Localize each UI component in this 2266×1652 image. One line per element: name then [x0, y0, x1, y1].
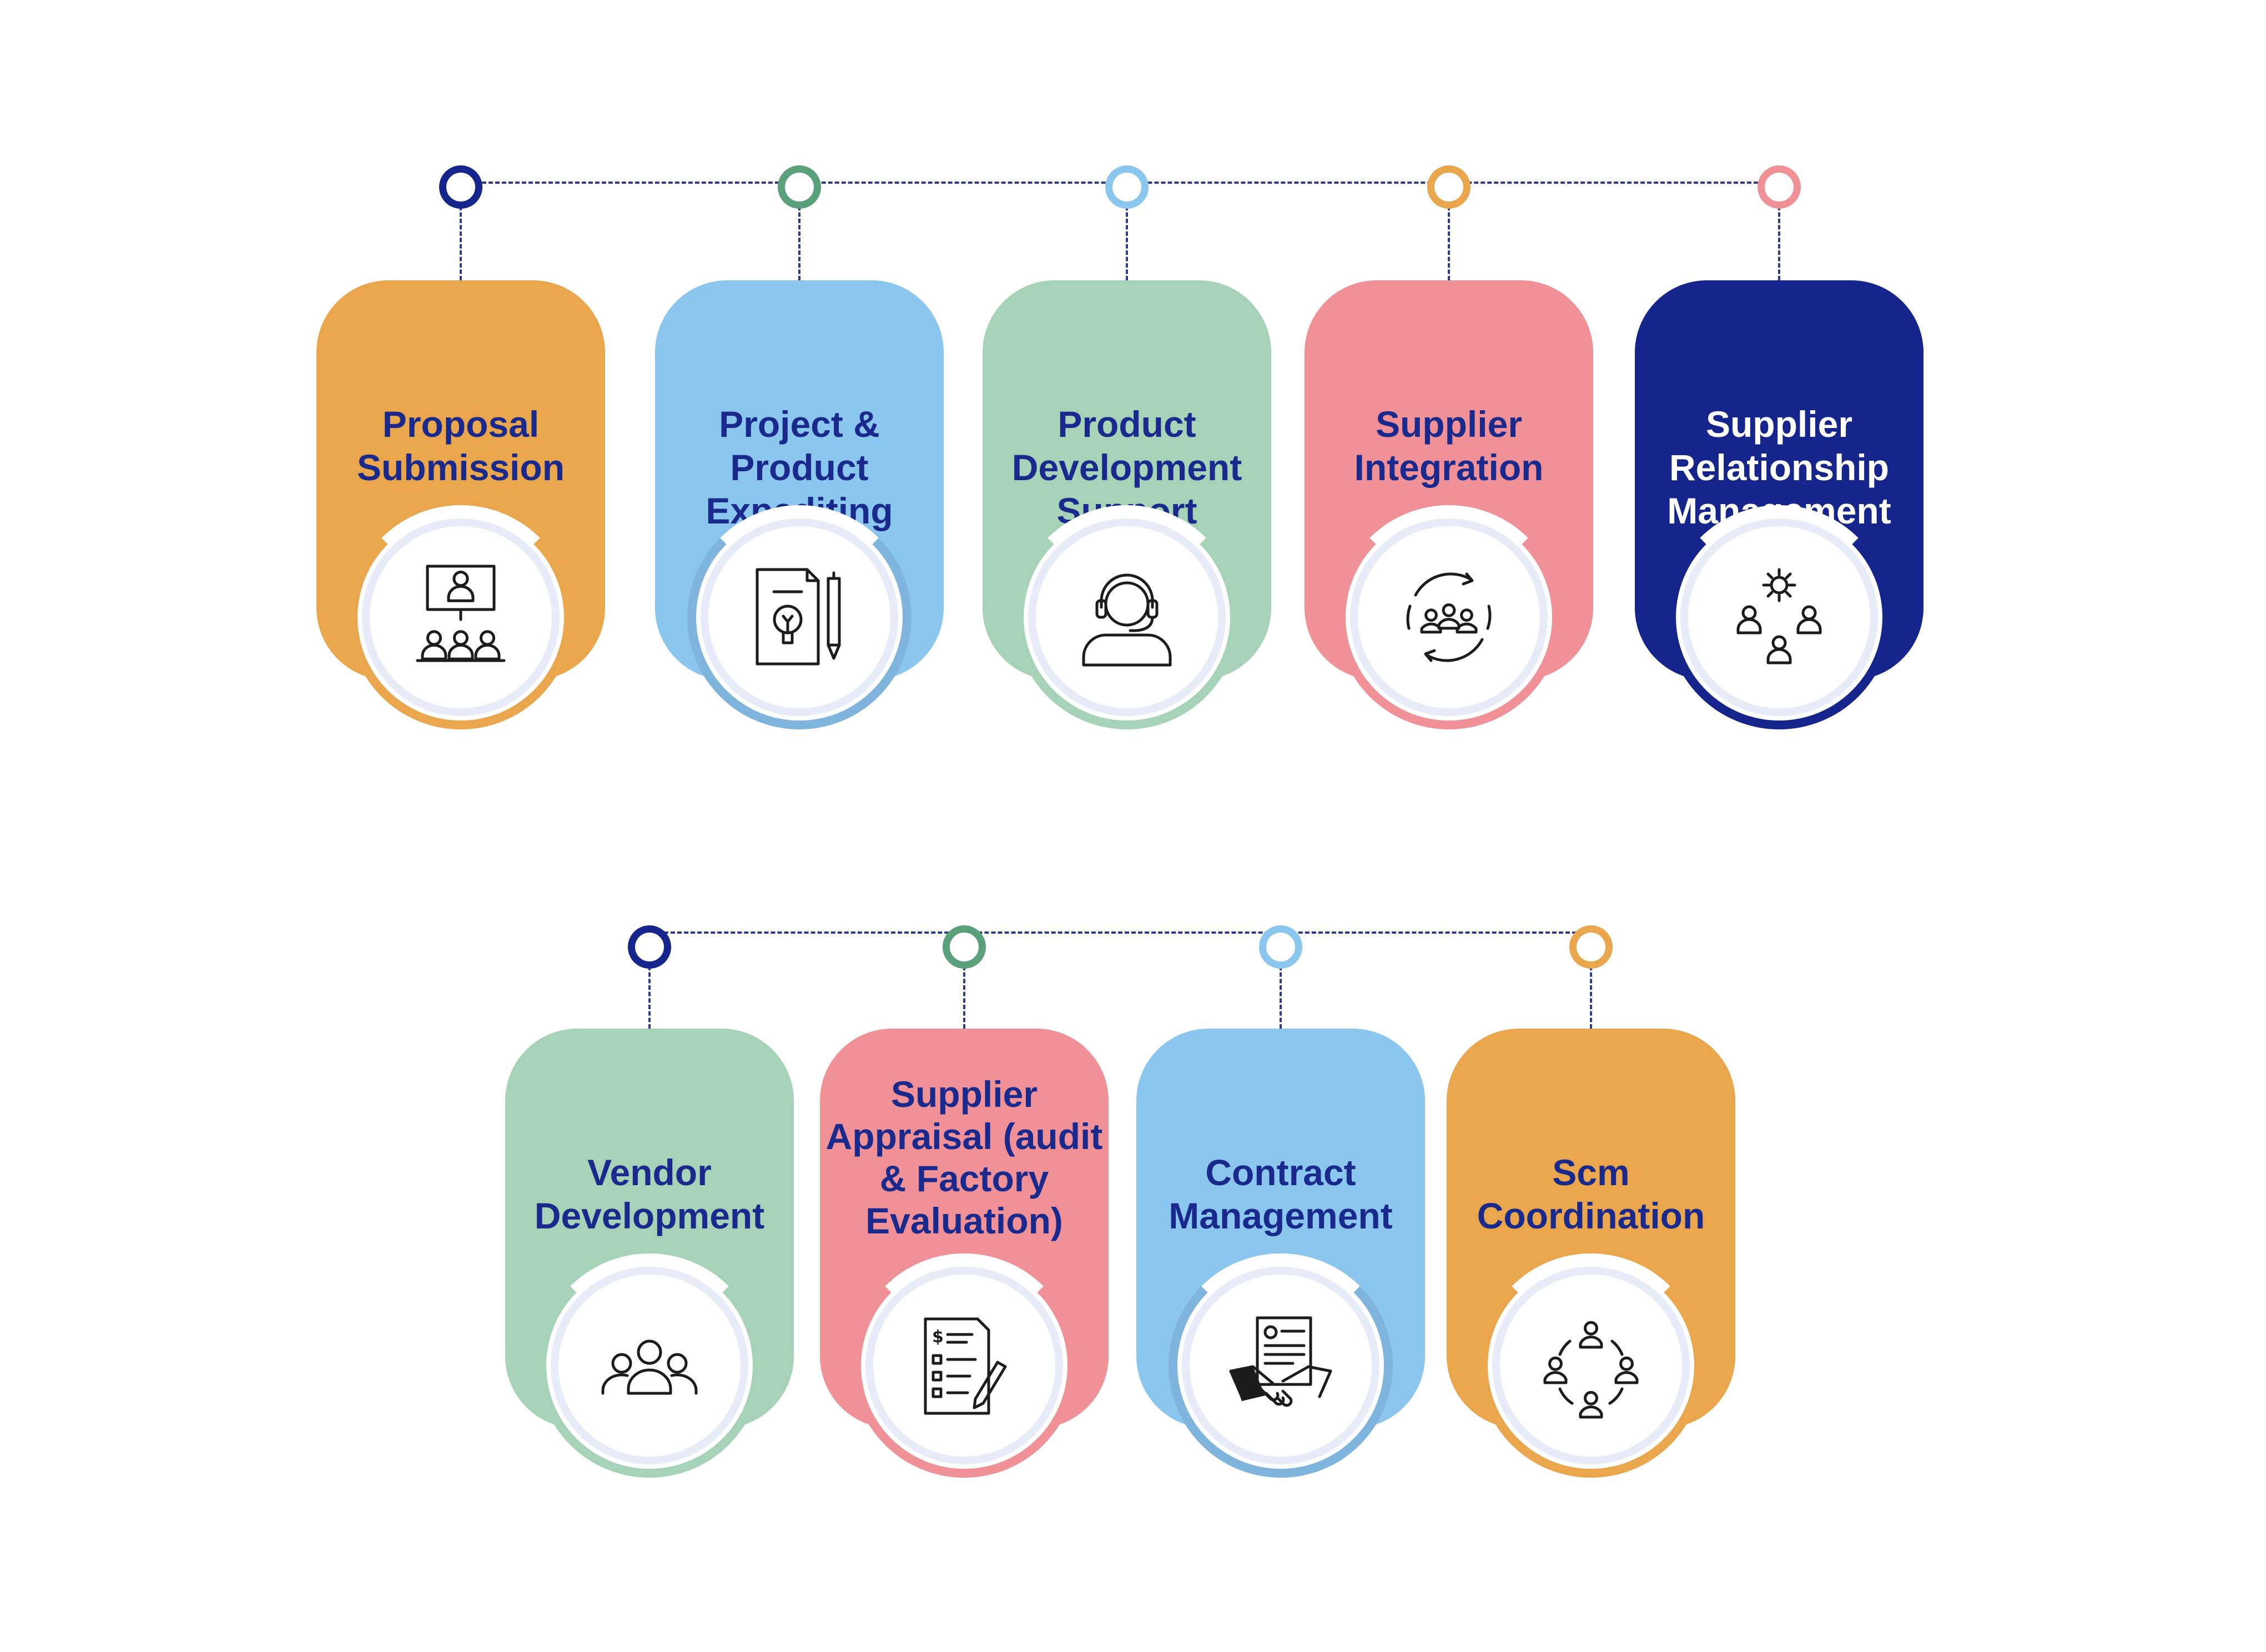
step-dot — [628, 925, 671, 969]
team-gear-icon — [1736, 568, 1822, 664]
step-icon-circle — [370, 526, 552, 708]
handshake-contract-icon — [1229, 1316, 1332, 1407]
step-dot — [778, 165, 821, 209]
step-icon-circle — [1190, 1275, 1372, 1457]
team-cycle-icon — [1406, 572, 1492, 662]
connector-drop — [460, 206, 462, 280]
step-icon-ring — [687, 505, 912, 729]
connector-drop — [1126, 206, 1128, 280]
step-icon-ring — [1337, 505, 1561, 729]
network-people-icon — [1543, 1321, 1639, 1419]
step-title: Supplier Integration — [1354, 404, 1544, 488]
step-icon-ring — [1667, 505, 1891, 729]
step-dot — [439, 165, 482, 209]
step-icon-ring — [1169, 1253, 1393, 1478]
step-dot — [1259, 925, 1302, 969]
connector-drop — [798, 206, 800, 280]
step-icon-ring — [1015, 505, 1239, 729]
connector-drop — [1778, 206, 1780, 280]
step-title: Proposal Submission — [356, 404, 565, 488]
connector-line — [664, 931, 1577, 934]
step-title: Vendor Development — [534, 1152, 765, 1236]
step-icon-circle — [1500, 1275, 1682, 1457]
step-title: Scm Coordination — [1477, 1152, 1705, 1236]
step-icon-ring — [1479, 1253, 1703, 1478]
step-dot — [943, 925, 986, 969]
step-icon-ring — [349, 505, 573, 729]
connector-drop — [963, 966, 965, 1029]
group-people-icon — [601, 1339, 698, 1395]
headset-agent-icon — [1082, 573, 1172, 667]
step-title: Contract Management — [1169, 1152, 1393, 1236]
step-icon-ring: $ — [852, 1253, 1076, 1478]
step-dot — [1569, 925, 1613, 969]
step-icon-circle — [1688, 526, 1870, 708]
step-title: Supplier Appraisal (audit & Factory Eval… — [825, 1074, 1103, 1241]
step-icon-circle — [558, 1275, 741, 1457]
connector-drop — [1280, 966, 1282, 1029]
step-icon-circle — [1036, 526, 1218, 708]
step-dot — [1758, 165, 1801, 209]
presentation-audience-icon — [416, 565, 506, 662]
step-dot — [1105, 165, 1149, 209]
checklist-pen-icon: $ — [924, 1317, 1007, 1415]
step-dot — [1427, 165, 1471, 209]
step-icon-circle — [708, 526, 890, 708]
step-icon-circle — [1358, 526, 1540, 708]
connector-drop — [648, 966, 651, 1029]
step-icon-circle: $ — [873, 1275, 1055, 1457]
connector-drop — [1448, 206, 1450, 280]
svg-text:$: $ — [932, 1327, 944, 1347]
step-icon-ring — [537, 1253, 762, 1478]
connector-drop — [1590, 966, 1592, 1029]
document-pen-icon — [756, 568, 841, 666]
